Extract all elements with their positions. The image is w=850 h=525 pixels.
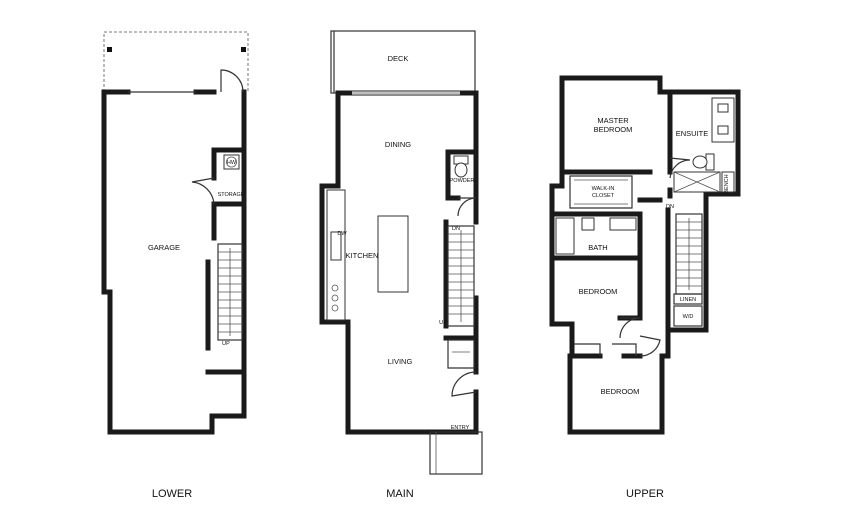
upper-ensuite-toilet — [692, 155, 708, 169]
lower-storage-door — [191, 177, 215, 205]
lower-stair — [217, 243, 243, 341]
main-dining-label: DINING — [385, 140, 411, 149]
upper-exterior-walls — [549, 75, 741, 435]
lower-floor-label: LOWER — [152, 488, 192, 500]
upper-walkin-closet — [569, 175, 633, 209]
upper-linen-closet — [673, 293, 703, 305]
main-deck-label: DECK — [388, 54, 409, 63]
lower-hw-tank-circle — [226, 156, 237, 168]
upper-walkin-label-line1: WALK-IN — [592, 186, 615, 192]
main-living-label: LIVING — [388, 357, 413, 366]
upper-ensuite-door — [669, 157, 691, 179]
main-entry-label: ENTRY — [451, 425, 470, 431]
upper-bath-walls — [549, 211, 643, 261]
lower-hw-label: HW — [227, 160, 237, 166]
main-closet — [447, 339, 475, 369]
upper-ensuite-label: ENSUITE — [676, 129, 709, 138]
upper-walkin-label-line2: CLOSET — [592, 193, 615, 199]
upper-ensuite-bench — [721, 171, 735, 193]
main-range-burner-3 — [331, 304, 339, 312]
upper-bath-label: BATH — [588, 243, 607, 252]
upper-bedroom2-door — [639, 335, 661, 357]
upper-bath-tub — [555, 217, 575, 255]
upper-bedroom2-label: BEDROOM — [601, 387, 640, 396]
upper-bench-label: BENCH — [724, 174, 730, 193]
upper-bedroom1-label: BEDROOM — [579, 287, 618, 296]
main-kitchen-sink — [330, 231, 342, 261]
upper-master-label-line2: BEDROOM — [594, 125, 633, 134]
lower-exterior-walls — [101, 89, 247, 435]
upper-ensuite-sink-1 — [717, 103, 729, 113]
main-stair-dn-label: DN — [452, 226, 460, 232]
upper-wd-label: W/D — [683, 314, 694, 320]
main-entry-porch — [429, 431, 483, 475]
main-kitchen-label: KITCHEN — [346, 251, 379, 260]
lower-interior-walls — [205, 147, 247, 375]
upper-master-ensuite-wall — [559, 89, 673, 199]
upper-bedroom1-door — [619, 317, 641, 339]
lower-floor-plan: HW UP GARAGE STORAGE LOWER — [101, 31, 249, 500]
lower-side-door — [220, 69, 244, 93]
main-floor-plan: DECK POWDER DN UP — [319, 30, 483, 500]
upper-shower-diag-2 — [673, 171, 721, 193]
main-range-burner-2 — [331, 294, 339, 302]
upper-wd-closet — [673, 305, 703, 327]
lower-apron-post-left — [107, 47, 112, 52]
lower-storage-label: STORAGE — [218, 192, 245, 198]
main-range-burner-1 — [331, 284, 339, 292]
upper-floor-label: UPPER — [626, 488, 664, 500]
lower-stair-up-label: UP — [222, 341, 230, 347]
upper-bedroom1-walls — [549, 255, 643, 347]
main-powder-door — [457, 197, 477, 217]
lower-garage-label: GARAGE — [148, 243, 180, 252]
upper-bedroom2-closet — [574, 343, 637, 356]
main-stair — [447, 225, 475, 327]
upper-floor-plan: BENCH ENSUITE MASTER BEDROOM WALK-IN CLO… — [549, 75, 741, 500]
main-powder-label: POWDER — [450, 178, 475, 184]
upper-bath-toilet — [581, 217, 595, 231]
main-dw-label: DW — [337, 231, 347, 237]
main-stair-up-label: UP — [439, 320, 447, 326]
upper-ensuite-sink-2 — [717, 125, 729, 135]
upper-bath-vanity — [609, 217, 637, 231]
main-floor-label: MAIN — [386, 488, 414, 500]
main-stair-walls — [443, 219, 479, 341]
main-kitchen-island — [377, 215, 409, 293]
main-powder-walls — [445, 149, 479, 201]
upper-stair — [675, 213, 703, 295]
main-powder-toilet — [454, 162, 468, 178]
upper-hall-walls — [637, 197, 671, 333]
upper-linen-label: LINEN — [680, 297, 696, 303]
main-exterior-walls — [319, 90, 479, 435]
upper-stair-dn-label: DN — [666, 204, 674, 210]
lower-apron-post-right — [241, 47, 246, 52]
main-entry-door — [451, 371, 477, 397]
lower-apron-outline — [103, 31, 249, 92]
upper-master-label-line1: MASTER — [597, 116, 629, 125]
